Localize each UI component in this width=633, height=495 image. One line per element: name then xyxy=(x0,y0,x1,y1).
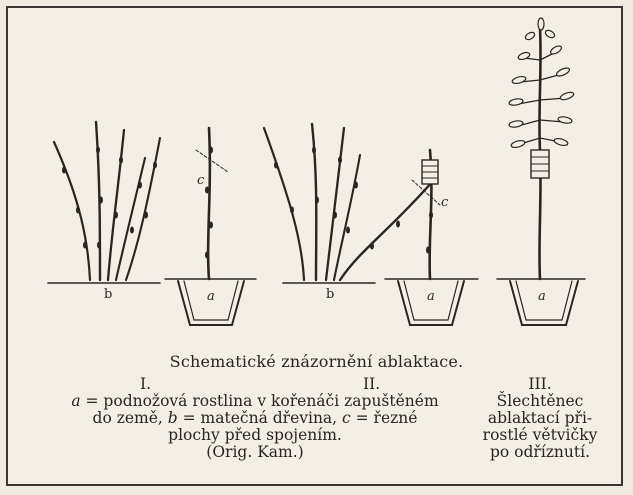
figure-caption: Schematické znázornění ablaktace. xyxy=(0,352,633,371)
legend3-line-4: po odříznutí. xyxy=(475,444,605,461)
label-c-stage-2: c xyxy=(441,195,449,210)
label-a-stage-2: a xyxy=(427,289,435,304)
legend-stage-3: III. Šlechtěnec ablaktací při- rostlé vě… xyxy=(475,376,605,461)
legend-line-2-mid: = matečná dřevina, xyxy=(178,409,342,427)
legend3-line-3: rostlé větvičky xyxy=(475,427,605,444)
grafted-plant-stage-3 xyxy=(497,18,585,325)
label-a-stage-3: a xyxy=(538,289,546,304)
legend-stages-1-2: I. II. a = podnožová rostlina v kořenáči… xyxy=(55,376,455,461)
numeral-ii: II. xyxy=(363,376,380,393)
legend-line-4: (Orig. Kam.) xyxy=(55,444,455,461)
legend3-line-1: Šlechtěnec xyxy=(475,393,605,410)
legend-line-3: plochy před spojením. xyxy=(55,427,455,444)
legend-b: b xyxy=(168,409,178,427)
label-b-stage-1: b xyxy=(104,287,112,302)
legend-c: c xyxy=(342,409,351,427)
label-a-stage-1: a xyxy=(207,289,215,304)
legend-line-1: = podnožová rostlina v kořenáči zapuštěn… xyxy=(81,392,439,410)
numeral-i: I. xyxy=(140,376,151,393)
label-c-stage-1: c xyxy=(197,173,205,188)
legend-a: a xyxy=(71,392,80,410)
numeral-iii: III. xyxy=(475,376,605,393)
mother-plant-stage-1 xyxy=(48,122,160,283)
legend-line-2-pre: do země, xyxy=(93,409,168,427)
legend-line-2-post: = řezné xyxy=(351,409,418,427)
mother-plant-stage-2 xyxy=(264,124,432,283)
legend3-line-2: ablaktací při- xyxy=(475,410,605,427)
label-b-stage-2: b xyxy=(326,287,334,302)
